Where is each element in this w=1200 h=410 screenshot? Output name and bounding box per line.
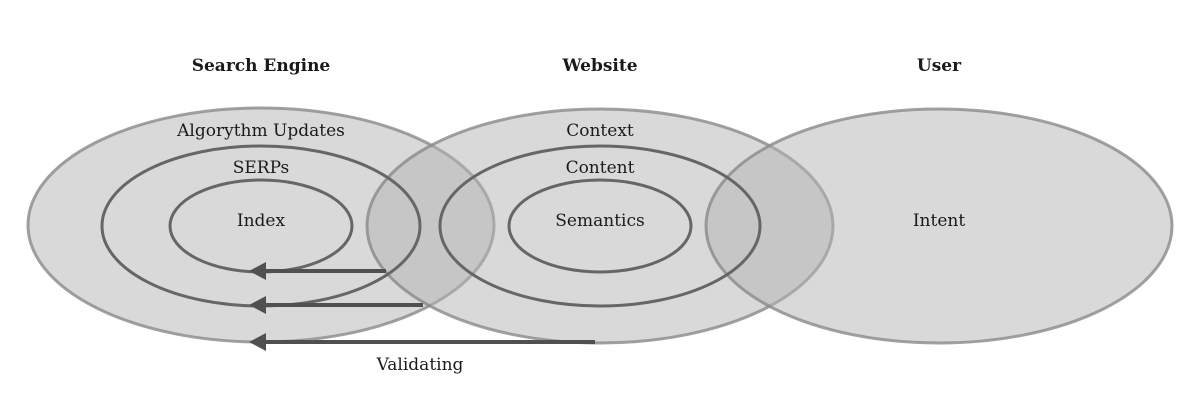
label-index: Index [237,211,286,231]
header-website: Website [561,56,637,76]
label-semantics: Semantics [555,211,644,231]
content-ellipse [438,144,762,308]
header-search-engine: Search Engine [192,56,331,76]
label-intent: Intent [913,211,966,231]
arrow-head-index [249,262,266,280]
validating-arrows [249,262,595,351]
header-user: User [917,56,962,76]
user-outer-ellipse [704,107,1174,345]
label-context: Context [566,121,634,141]
arrow-head-serps [249,296,266,314]
label-validating: Validating [376,355,464,375]
label-content: Content [566,158,635,178]
outer-ellipses [26,106,1174,345]
label-algorithm-updates: Algorythm Updates [176,121,345,141]
arrow-head-algorithm [249,333,266,351]
semantics-ellipse [507,178,693,274]
label-serps: SERPs [233,158,290,178]
